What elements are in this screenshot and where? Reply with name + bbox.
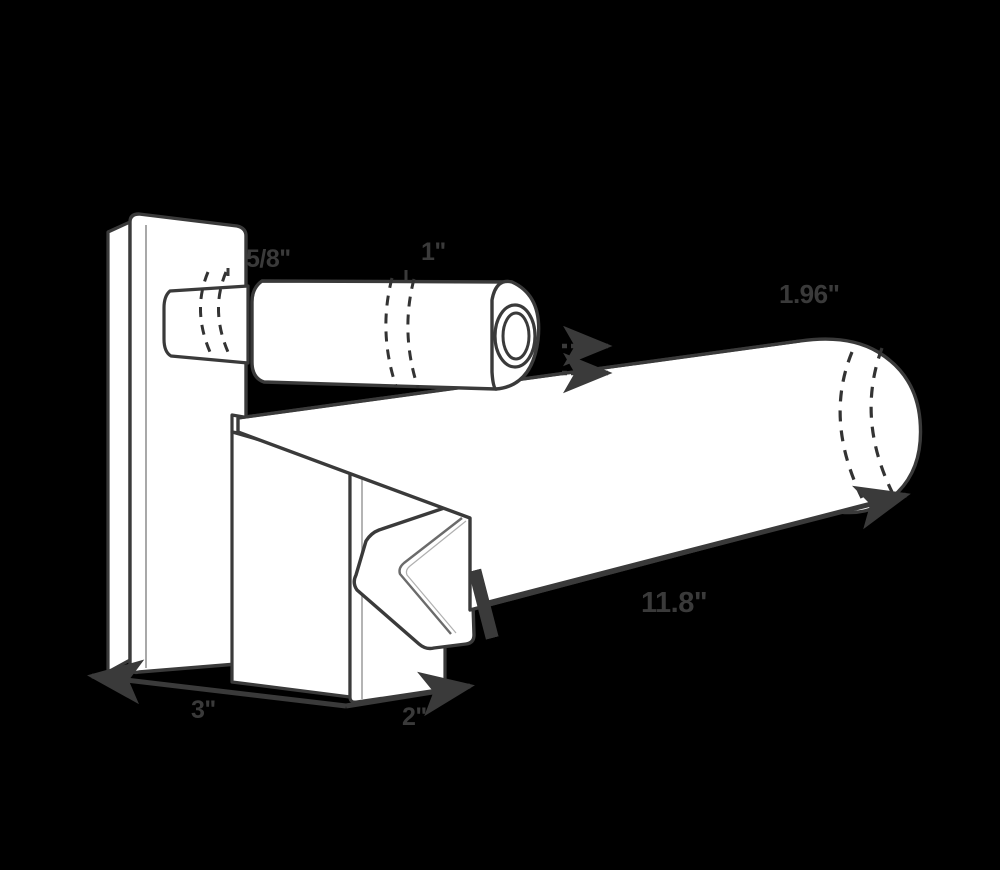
dimension-label-plate-height: 3"	[191, 696, 216, 724]
dimension-line-plate-depth	[345, 671, 475, 717]
wall-mounting-plate	[106, 212, 248, 675]
rod-sleeve	[250, 277, 541, 391]
dimension-label-sleeve-diameter: 1"	[421, 238, 446, 266]
dimension-label-arm-length: 11.8"	[641, 587, 708, 619]
dimension-label-tube-diameter: 1.96"	[779, 279, 840, 309]
dimension-line-plate-height	[87, 659, 347, 709]
dimension-label-rod-diameter: 5/8"	[246, 245, 291, 273]
spindle-rod	[162, 271, 250, 365]
dimension-line-arm-length	[468, 485, 911, 640]
dimension-label-plate-depth: 2"	[402, 703, 427, 731]
